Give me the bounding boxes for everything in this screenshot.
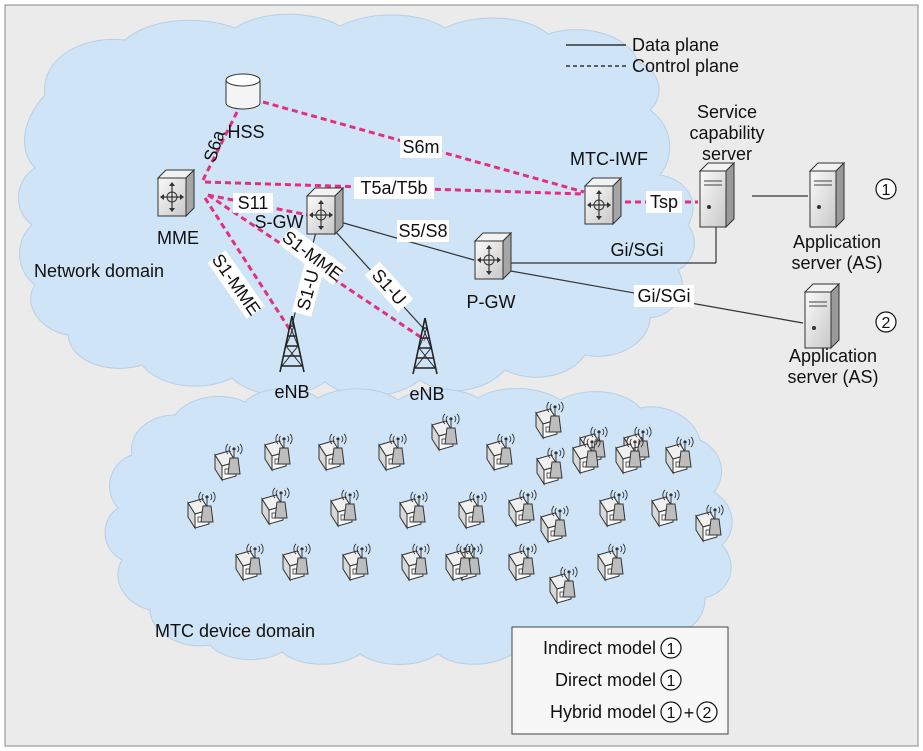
enb-label-2: eNB <box>409 384 444 404</box>
application-server-2-icon <box>804 283 840 349</box>
s5s8-label: S5/S8 <box>398 221 447 241</box>
sgw-router-icon <box>306 187 344 235</box>
mme-label: MME <box>157 228 199 248</box>
hss-label: HSS <box>227 122 264 142</box>
indirect-model-label: Indirect model <box>543 638 656 658</box>
scs-label-line2: capability <box>689 123 764 143</box>
t5-label: T5a/T5b <box>360 178 427 198</box>
application-server-1-icon <box>809 162 845 228</box>
tsp-label: Tsp <box>650 192 678 212</box>
direct-model-marker: 1 <box>667 673 676 690</box>
gi-sgi-label-1: Gi/SGi <box>610 240 663 260</box>
sgw-label: S-GW <box>255 212 304 232</box>
s11-label-box: S11 <box>233 193 273 213</box>
data-plane-label: Data plane <box>632 35 719 55</box>
mtc-iwf-router-icon <box>584 177 622 225</box>
s1mme-link-1 <box>203 197 294 334</box>
application-server-1-label-line2: server (AS) <box>791 253 882 273</box>
s6a-link <box>201 109 240 181</box>
hybrid-model-marker-1: 1 <box>667 705 676 722</box>
marker-1-text: 1 <box>882 182 891 199</box>
s6m-label-box: S6m <box>400 136 442 158</box>
s6m-link <box>262 100 585 194</box>
gi-sgi-label-2-box: Gi/SGi <box>634 285 694 307</box>
t5-link <box>204 180 585 196</box>
gi-sgi-label-2: Gi/SGi <box>637 286 690 306</box>
indirect-model-marker: 1 <box>667 641 676 658</box>
marker-2-text: 2 <box>882 315 891 332</box>
network-domain-label: Network domain <box>34 261 164 281</box>
s5s8-label-box: S5/S8 <box>397 220 449 242</box>
hybrid-model-plus: + <box>684 703 695 723</box>
s6m-label: S6m <box>402 137 439 157</box>
tsp-label-box: Tsp <box>646 191 682 213</box>
pgw-label: P-GW <box>467 292 516 312</box>
mme-router-icon <box>157 169 195 217</box>
models-box: Indirect model 1 Direct model 1 Hybrid m… <box>511 626 729 735</box>
t5-label-box: T5a/T5b <box>354 177 434 199</box>
control-plane-label: Control plane <box>632 56 739 76</box>
application-server-2-label-line2: server (AS) <box>787 367 878 387</box>
network-domain-cloud <box>17 13 695 397</box>
s11-label: S11 <box>238 193 269 213</box>
enb-label-1: eNB <box>274 382 309 402</box>
hybrid-model-marker-2: 2 <box>703 705 712 722</box>
application-server-1-label-line1: Application <box>793 232 881 252</box>
hss-database-icon <box>225 73 261 110</box>
direct-model-label: Direct model <box>555 670 656 690</box>
line-legend: Data plane Control plane <box>566 35 739 76</box>
application-server-2-label-line1: Application <box>789 346 877 366</box>
device-domain-label: MTC device domain <box>155 621 315 641</box>
marker-2-server: 2 <box>875 311 897 333</box>
scs-server-icon <box>699 162 735 228</box>
pgw-router-icon <box>474 232 512 280</box>
scs-label-line3: server <box>702 144 752 164</box>
marker-1-server: 1 <box>875 178 897 200</box>
mtc-iwf-label: MTC-IWF <box>570 149 648 169</box>
hybrid-model-label: Hybrid model <box>550 702 656 722</box>
scs-label-line1: Service <box>697 102 757 122</box>
